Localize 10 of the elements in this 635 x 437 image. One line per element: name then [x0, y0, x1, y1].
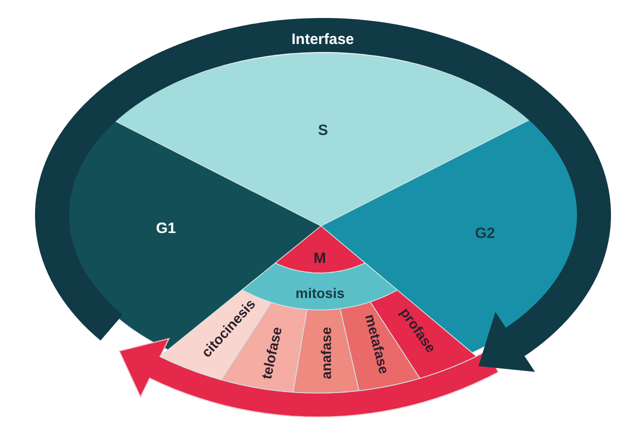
edge-label: Interfase — [290, 30, 356, 48]
sector-label: anafase — [319, 326, 334, 380]
sector-label: G2 — [475, 226, 496, 240]
sector-label: telofase — [258, 326, 284, 380]
curved-arrow — [35, 18, 611, 372]
sector-label: M — [314, 250, 326, 266]
sector-label: G1 — [156, 220, 176, 236]
sector-label: metafase — [362, 312, 391, 376]
sector-label: S — [318, 122, 328, 138]
sector-label: mitosis — [296, 286, 345, 300]
